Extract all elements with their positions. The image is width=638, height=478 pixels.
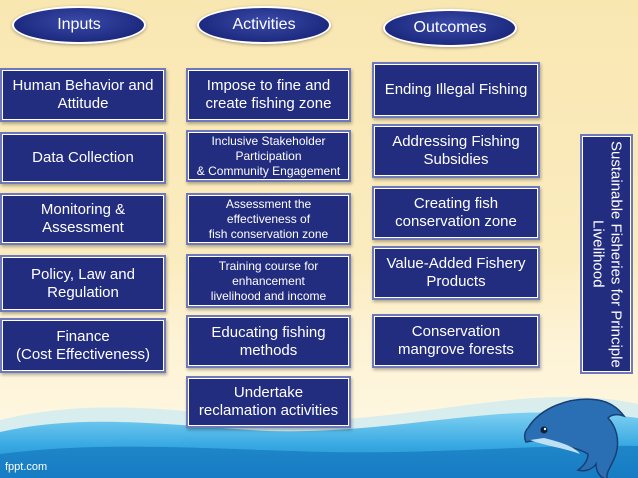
activities-header: Activities [197, 6, 331, 44]
outcome-value-added-products: Value-Added Fishery Products [372, 246, 540, 300]
activity-stakeholder-participation: Inclusive Stakeholder Participation & Co… [186, 130, 351, 182]
activity-impose-fine: Impose to fine and create fishing zone [186, 68, 351, 122]
input-human-behavior: Human Behavior and Attitude [0, 68, 166, 122]
source-credit: fppt.com [5, 461, 48, 473]
activity-assessment-effectiveness: Assessment the effectiveness of fish con… [186, 193, 351, 245]
inputs-header: Inputs [12, 6, 146, 44]
activity-educating-fishing: Educating fishing methods [186, 315, 351, 368]
goal-text: Sustainable Fisheries for Principle Live… [589, 140, 625, 368]
activity-reclamation: Undertake reclamation activities [186, 376, 351, 428]
dolphin-icon [523, 398, 627, 478]
outcome-addressing-subsidies: Addressing Fishing Subsidies [372, 124, 540, 178]
outcome-conservation-zone: Creating fish conservation zone [372, 186, 540, 240]
goal-box: Sustainable Fisheries for Principle Live… [580, 134, 633, 374]
input-policy-law-regulation: Policy, Law and Regulation [0, 255, 166, 312]
outcome-ending-illegal-fishing: Ending Illegal Fishing [372, 62, 540, 118]
outcome-mangrove-forests: Conservation mangrove forests [372, 314, 540, 368]
input-finance: Finance (Cost Effectiveness) [0, 318, 166, 373]
input-data-collection: Data Collection [0, 132, 166, 184]
activity-training-course: Training course for enhancement liveliho… [186, 254, 351, 308]
input-monitoring-assessment: Monitoring & Assessment [0, 193, 166, 245]
outcomes-header: Outcomes [383, 9, 517, 47]
